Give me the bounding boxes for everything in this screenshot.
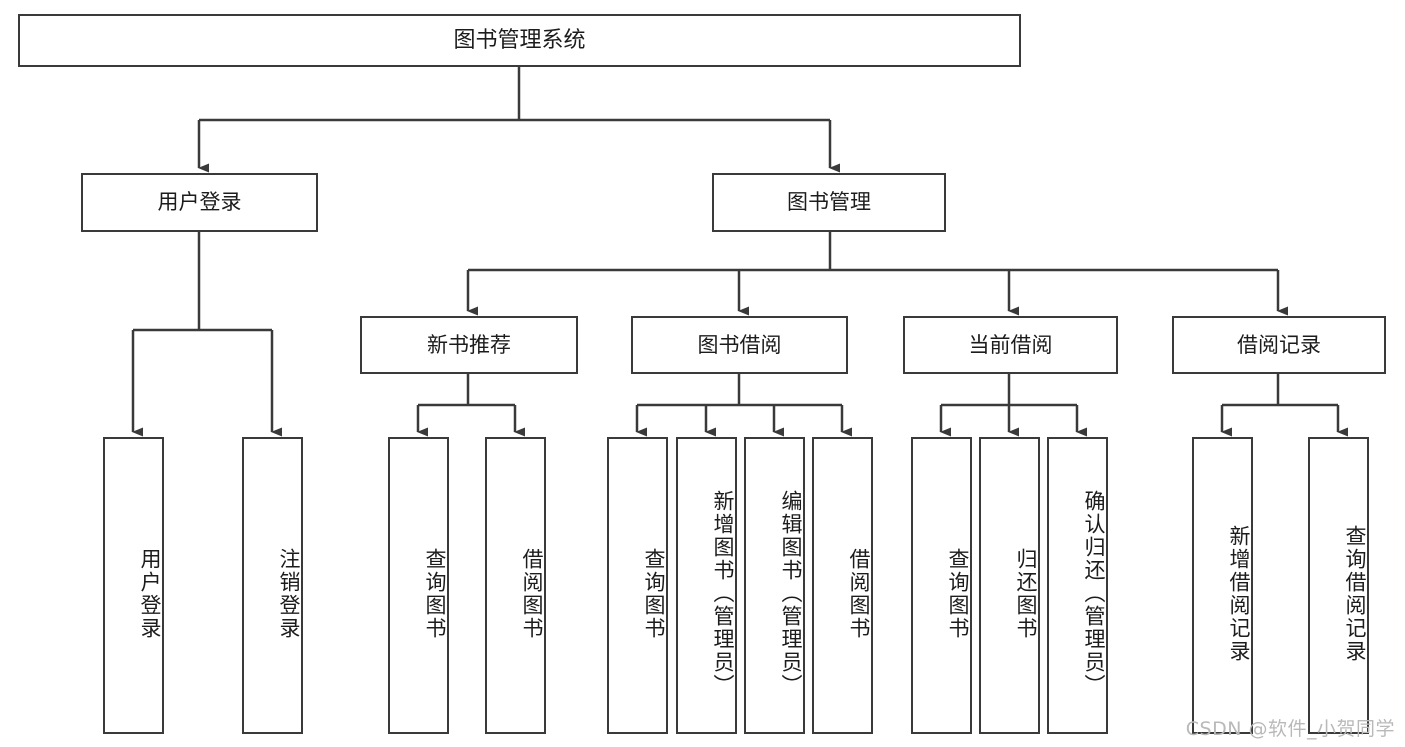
leaf-book-borrow-borrow-book[interactable]: 借阅图书 (812, 437, 873, 734)
node-book-borrowing[interactable]: 图书借阅 (631, 316, 848, 374)
node-label: 注销登录 (277, 547, 301, 640)
leaf-new-book-query-book[interactable]: 查询图书 (388, 437, 449, 734)
node-label: 图书管理 (787, 190, 871, 215)
node-label: 确认归还（管理员） (1082, 490, 1106, 697)
node-label: 借阅图书 (847, 547, 871, 640)
leaf-current-borrow-query-book[interactable]: 查询图书 (911, 437, 972, 734)
node-book-management[interactable]: 图书管理 (712, 173, 946, 232)
node-label: 新增图书（管理员） (711, 490, 735, 697)
node-label: 用户登录 (157, 190, 242, 215)
node-label: 编辑图书（管理员） (779, 490, 803, 697)
node-current-borrowing[interactable]: 当前借阅 (903, 316, 1118, 374)
node-new-book-recommendation[interactable]: 新书推荐 (360, 316, 578, 374)
node-label: 借阅图书 (520, 547, 544, 640)
node-label: 新增借阅记录 (1227, 524, 1251, 663)
node-label: 借阅记录 (1237, 332, 1321, 357)
node-label: 当前借阅 (968, 332, 1053, 357)
node-label: 图书借阅 (697, 332, 782, 357)
leaf-book-borrow-edit-book-admin[interactable]: 编辑图书（管理员） (744, 437, 805, 734)
leaf-borrow-records-query-record[interactable]: 查询借阅记录 (1308, 437, 1369, 734)
leaf-book-borrow-add-book-admin[interactable]: 新增图书（管理员） (676, 437, 737, 734)
leaf-book-borrow-query-book[interactable]: 查询图书 (607, 437, 668, 734)
node-label: 新书推荐 (427, 332, 511, 357)
node-label: 查询图书 (946, 547, 970, 640)
leaf-borrow-records-add-record[interactable]: 新增借阅记录 (1192, 437, 1253, 734)
node-label: 查询图书 (423, 547, 447, 640)
leaf-new-book-borrow-book[interactable]: 借阅图书 (485, 437, 546, 734)
leaf-current-borrow-return-book[interactable]: 归还图书 (979, 437, 1040, 734)
node-label: 归还图书 (1014, 547, 1038, 640)
node-label: 查询图书 (642, 547, 666, 640)
leaf-user-login-login[interactable]: 用户登录 (103, 437, 164, 734)
node-root-book-management-system[interactable]: 图书管理系统 (18, 14, 1021, 67)
node-label: 查询借阅记录 (1343, 524, 1367, 663)
node-user-login[interactable]: 用户登录 (81, 173, 318, 232)
node-label: 图书管理系统 (453, 27, 586, 53)
leaf-current-borrow-confirm-return-admin[interactable]: 确认归还（管理员） (1047, 437, 1108, 734)
watermark: CSDN @软件_小贺同学 (1185, 718, 1395, 740)
leaf-user-login-logout[interactable]: 注销登录 (242, 437, 303, 734)
node-label: 用户登录 (138, 547, 162, 640)
node-borrowing-records[interactable]: 借阅记录 (1172, 316, 1386, 374)
